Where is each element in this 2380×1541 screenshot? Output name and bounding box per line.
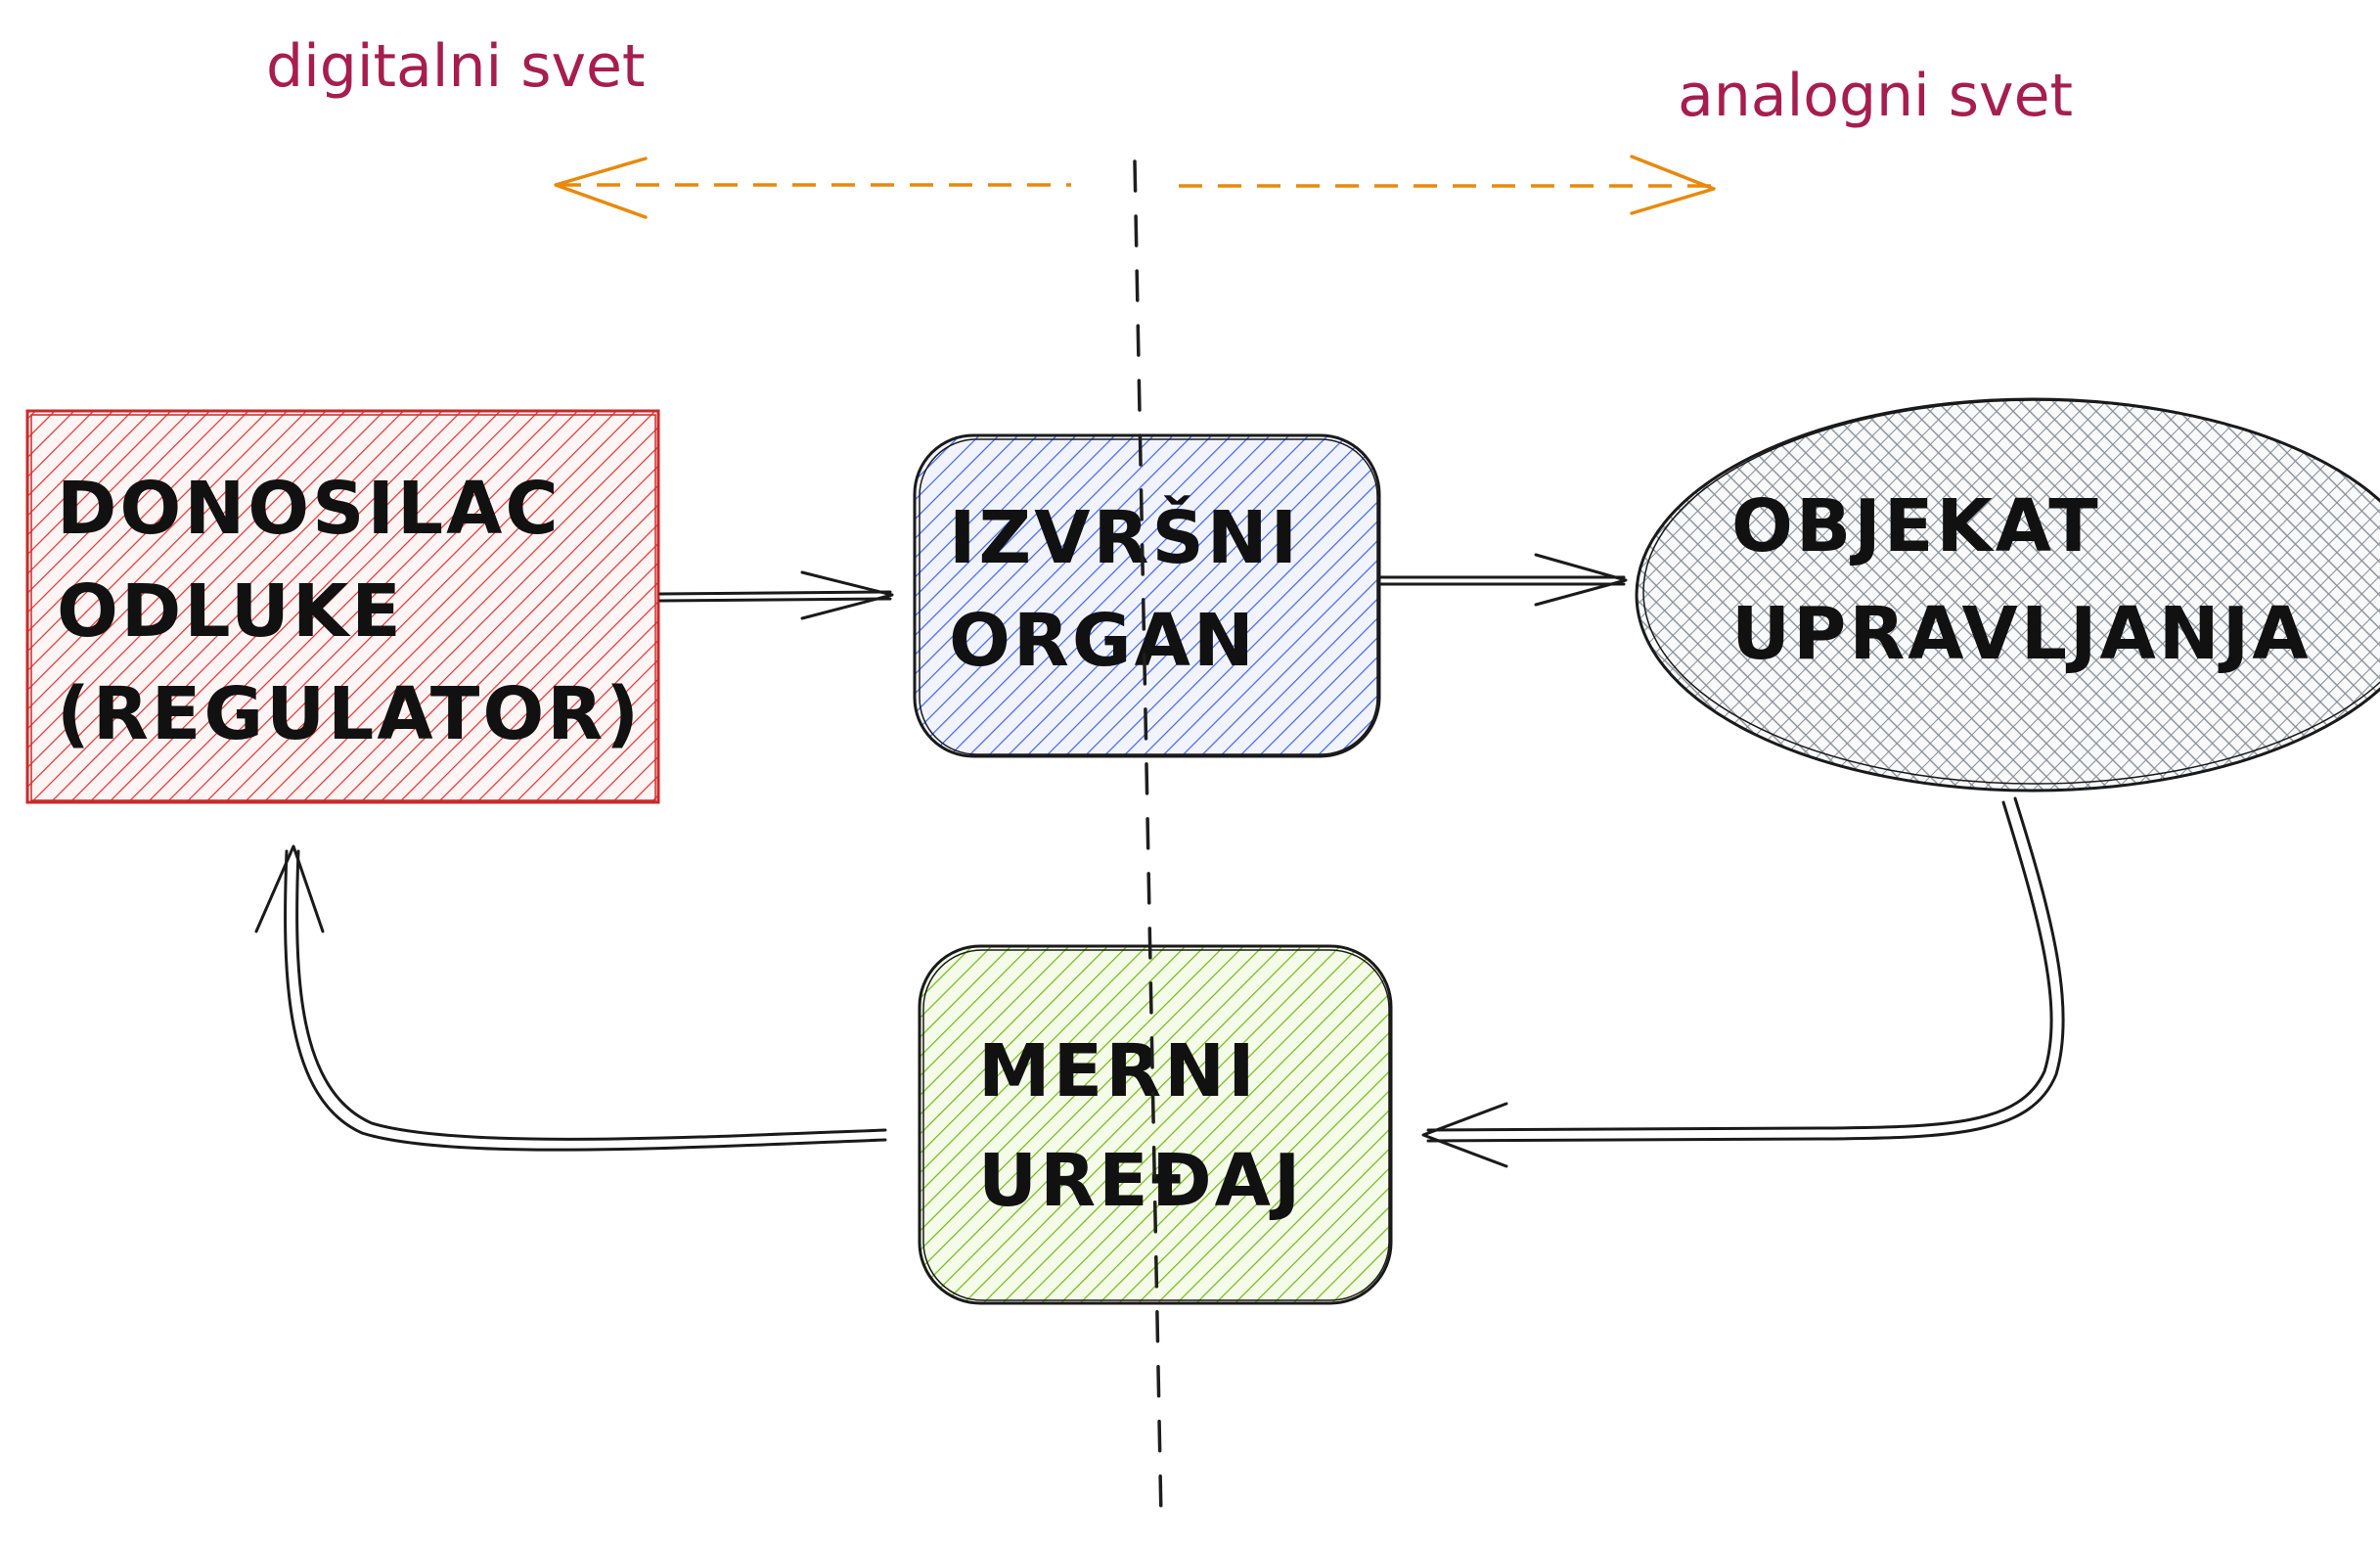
digital-analog-boundary (1133, 159, 1163, 1520)
edge-actuator-to-plant (1379, 553, 1628, 607)
actuator-node: IZVRŠNI ORGAN (913, 433, 1381, 758)
sensor-node: MERNI UREĐAJ (918, 944, 1393, 1305)
regulator-label-line-1: DONOSILAC (57, 467, 561, 551)
edge-regulator-to-actuator (658, 570, 894, 620)
edge-sensor-to-regulator (254, 844, 887, 1152)
regulator-node: DONOSILAC ODLUKE (REGULATOR) (25, 409, 660, 804)
regulator-label-line-2: ODLUKE (57, 569, 404, 654)
left-arrowhead-icon (554, 157, 648, 219)
plant-node: OBJEKAT UPRAVLJANJA (1635, 397, 2380, 793)
edge-plant-to-sensor (1421, 796, 2065, 1168)
actuator-label-line-1: IZVRŠNI (949, 494, 1300, 580)
arrowhead-icon (1421, 1102, 1508, 1168)
arrowhead-icon (254, 844, 325, 933)
arrowhead-icon (800, 570, 894, 620)
sensor-label-line-2: UREĐAJ (978, 1139, 1303, 1223)
digital-world-label: digitalni svet (266, 32, 645, 101)
regulator-label-line-3: (REGULATOR) (57, 672, 642, 756)
arrowhead-icon (1534, 553, 1628, 607)
digital-analog-arrow (554, 155, 1716, 219)
plant-label-line-2: UPRAVLJANJA (1731, 592, 2312, 676)
analog-world-label: analogni svet (1678, 62, 2073, 130)
actuator-label-line-2: ORGAN (949, 599, 1257, 683)
plant-label-line-1: OBJEKAT (1731, 484, 2101, 568)
right-arrowhead-icon (1630, 155, 1716, 215)
sensor-label-line-1: MERNI (978, 1029, 1258, 1113)
